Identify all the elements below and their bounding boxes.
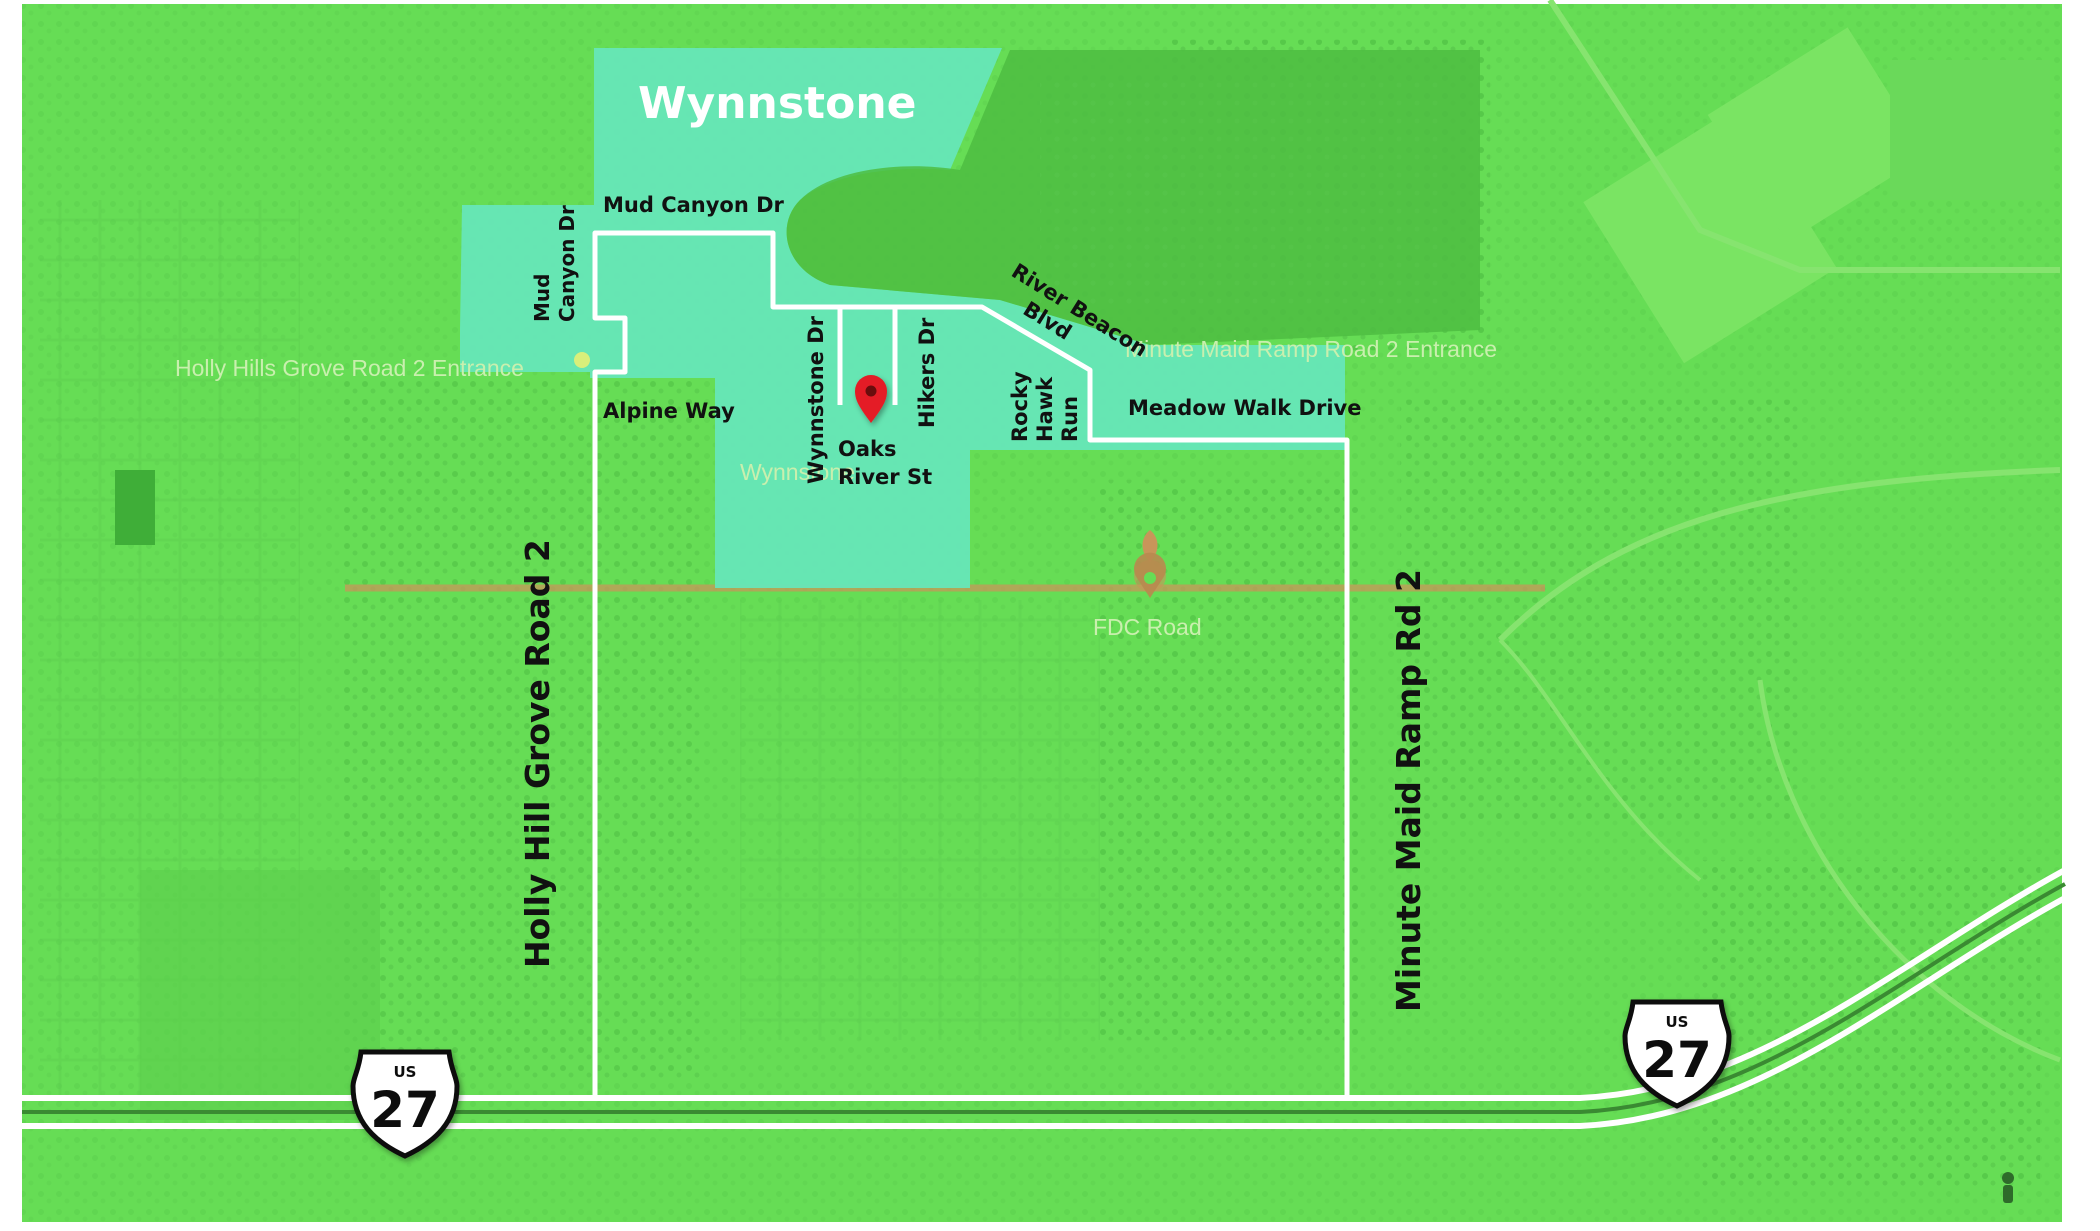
us-shield-icon <box>350 1049 460 1159</box>
us-shield-icon <box>1622 999 1732 1109</box>
svg-text:Run: Run <box>1058 396 1082 442</box>
wynnstone-dr-label: Wynnstone Dr <box>804 315 828 484</box>
svg-text:Rocky: Rocky <box>1008 371 1032 442</box>
mud-canyon-dr-top-label: Mud Canyon Dr <box>603 193 785 217</box>
meadow-walk-label: Meadow Walk Drive <box>1128 396 1361 420</box>
street-view-person-icon[interactable] <box>2002 1172 2014 1203</box>
holly-hill-road-line <box>592 230 1350 1100</box>
us-27-shield-right: US 27 <box>1622 999 1732 1109</box>
holly-entrance-marker <box>574 352 590 368</box>
svg-text:US: US <box>394 1063 417 1081</box>
svg-text:Mud: Mud <box>530 274 554 322</box>
mud-canyon-dr-side-label: Mud Canyon Dr <box>530 205 579 322</box>
fdc-road-label: FDC Road <box>1093 614 1202 640</box>
minute-maid-ramp-label: Minute Maid Ramp Rd 2 <box>1389 569 1428 1012</box>
fdc-road-marker <box>1134 530 1166 598</box>
community-title: Wynnstone <box>638 78 916 129</box>
rocky-hawk-run-label: Rocky Hawk Run <box>1008 371 1082 442</box>
location-pin[interactable] <box>855 375 887 423</box>
us-27-highway <box>22 867 2067 1129</box>
svg-text:27: 27 <box>1642 1031 1712 1089</box>
hikers-dr-label: Hikers Dr <box>915 317 939 428</box>
minute-entrance-label: Minute Maid Ramp Road 2 Entrance <box>1125 336 1497 362</box>
holly-entrance-label: Holly Hills Grove Road 2 Entrance <box>175 355 524 381</box>
svg-text:27: 27 <box>370 1081 440 1139</box>
pin-icon <box>855 375 887 423</box>
oaks-river-line2: River St <box>838 465 932 489</box>
base-map-labels: Holly Hills Grove Road 2 Entrance Minute… <box>175 336 1497 640</box>
svg-text:US: US <box>1666 1013 1689 1031</box>
us-27-shield-left: US 27 <box>350 1049 460 1159</box>
wynnstone-ghost-label: Wynnstone <box>740 459 855 485</box>
community-roads <box>592 230 1350 1100</box>
alpine-way-label: Alpine Way <box>603 399 735 423</box>
wynnstone-area[interactable] <box>460 48 1345 588</box>
holly-hill-grove-road-label: Holly Hill Grove Road 2 <box>518 539 557 968</box>
svg-text:Hawk: Hawk <box>1033 376 1057 442</box>
svg-text:Canyon Dr: Canyon Dr <box>555 205 579 322</box>
oaks-river-line1: Oaks <box>838 437 897 461</box>
